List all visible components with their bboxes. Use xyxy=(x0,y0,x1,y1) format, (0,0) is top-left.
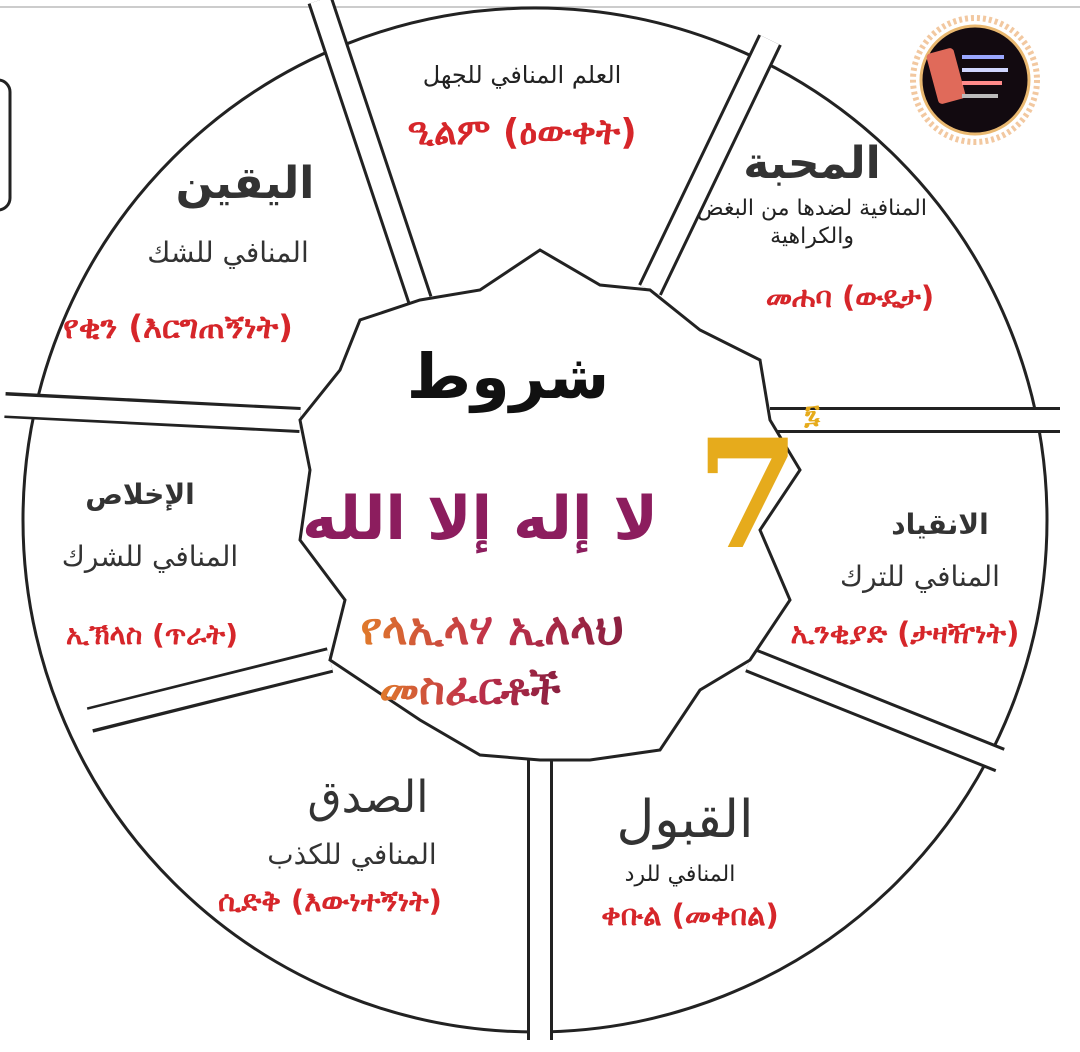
knowledge-amharic: ዒልም (ዕውቀት) xyxy=(407,112,637,153)
acceptance-heading: القبول xyxy=(616,790,754,850)
submission-amharic: ኢንቂያድ (ታዛዥነት) xyxy=(790,616,1020,650)
knowledge-arabic: العلم المنافي للجهل xyxy=(422,61,622,89)
certainty-amharic: የቂን (እርግጠኝነት) xyxy=(63,308,293,346)
logo-badge xyxy=(910,15,1040,145)
love-amharic: መሐባ (ውዴታ) xyxy=(765,280,935,314)
center-tawhid: لا إله إلا الله xyxy=(301,484,659,554)
edge-frame xyxy=(0,78,12,212)
acceptance-amharic: ቀቡል (መቀበል) xyxy=(601,898,779,932)
acceptance-sub: المنافي للرد xyxy=(624,862,736,887)
center-hub xyxy=(298,248,802,762)
truthfulness-sub: المنافي للكذب xyxy=(267,838,437,871)
certainty-heading: اليقين xyxy=(175,158,315,209)
truthfulness-heading: الصدق xyxy=(307,772,429,823)
center-title-amharic-1: የላኢላሃ ኢለላህ xyxy=(360,604,624,655)
submission-sub: المنافي للترك xyxy=(840,560,1000,593)
certainty-sub: المنافي للشك xyxy=(147,236,309,269)
sincerity-heading: الإخلاص xyxy=(85,478,195,511)
count-seven: 7 xyxy=(695,407,801,583)
sincerity-amharic: ኢኽላስ (ጥራት) xyxy=(66,618,238,651)
center-title-arabic: شروط xyxy=(406,340,610,413)
love-sub2: والكراهية xyxy=(770,224,854,249)
count-ethiopic: ፯ xyxy=(804,400,820,430)
love-heading: المحبة xyxy=(743,138,881,189)
love-sub: المنافية لضدها من البغض xyxy=(697,196,927,221)
center-title-amharic-2: መስፈርቶች xyxy=(379,664,561,715)
submission-heading: الانقياد xyxy=(891,508,989,541)
truthfulness-amharic: ሲድቅ (እውነተኝነት) xyxy=(218,884,442,918)
sincerity-sub: المنافي للشرك xyxy=(61,540,239,573)
